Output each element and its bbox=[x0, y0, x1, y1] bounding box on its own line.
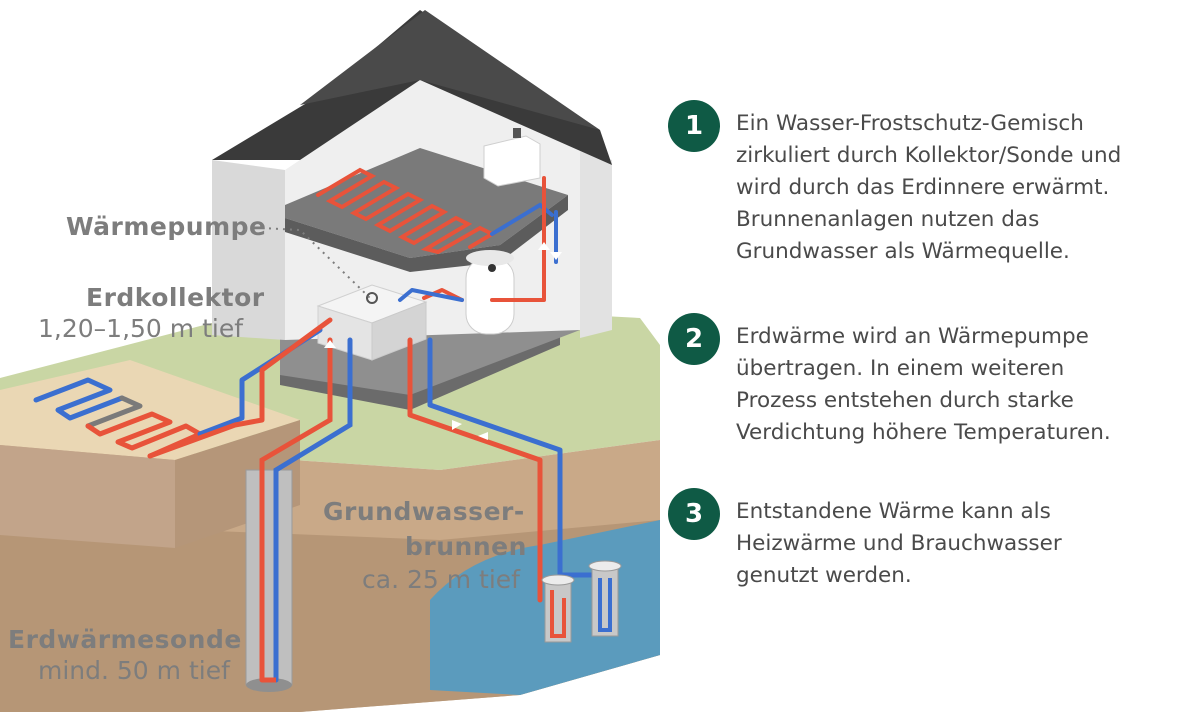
step-3-badge: 3 bbox=[668, 488, 720, 540]
step-3-text: Entstandene Wärme kann als Heizwärme und… bbox=[736, 496, 1198, 592]
hot-water-tank bbox=[465, 250, 515, 335]
step-3-line: genutzt werden. bbox=[736, 563, 912, 588]
collector-trench-side bbox=[175, 420, 300, 548]
floor-heating-return bbox=[490, 202, 554, 236]
boiler bbox=[483, 128, 541, 187]
label-probe-title: Erdwärmesonde bbox=[8, 625, 242, 654]
label-collector-title: Erdkollektor bbox=[86, 283, 265, 312]
step-1-line: zirkuliert durch Kollektor/Sonde und bbox=[736, 143, 1122, 168]
borehole-probe bbox=[245, 337, 353, 692]
collector-trench-wall bbox=[0, 445, 175, 548]
ground-collector-pipes bbox=[33, 317, 333, 459]
step-2-badge: 2 bbox=[668, 313, 720, 365]
label-well-title-2: brunnen bbox=[405, 532, 527, 561]
label-collector-depth: 1,20–1,50 m tief bbox=[38, 314, 244, 343]
steps-panel: 1 Ein Wasser-Frostschutz-Gemisch zirkuli… bbox=[668, 0, 1201, 712]
step-2-line: übertragen. In einem weiteren bbox=[736, 356, 1065, 381]
step-2-line: Verdichtung höhere Temperaturen. bbox=[736, 420, 1111, 445]
house-left-wall bbox=[212, 160, 285, 340]
step-1-badge: 1 bbox=[668, 100, 720, 152]
step-2-line: Prozess entstehen durch starke bbox=[736, 388, 1074, 413]
step-3-line: Heizwärme und Brauchwasser bbox=[736, 531, 1062, 556]
step-2-line: Erdwärme wird an Wärmepumpe bbox=[736, 324, 1089, 349]
step-3-line: Entstandene Wärme kann als bbox=[736, 499, 1051, 524]
floor-heating-pipe bbox=[316, 167, 497, 255]
label-probe-depth: mind. 50 m tief bbox=[38, 656, 230, 685]
house-roof-front bbox=[300, 10, 600, 130]
floor-heating bbox=[316, 167, 554, 255]
flow-arrows bbox=[324, 242, 562, 440]
geothermal-diagram bbox=[0, 10, 660, 712]
step-1-line: Brunnenanlagen nutzen das bbox=[736, 207, 1040, 232]
step-1-text: Ein Wasser-Frostschutz-Gemisch zirkulier… bbox=[736, 108, 1198, 268]
house-roof bbox=[212, 10, 612, 165]
step-1-line: Grundwasser als Wärmequelle. bbox=[736, 239, 1070, 264]
groundwater-wells bbox=[541, 560, 622, 643]
step-1-line: Ein Wasser-Frostschutz-Gemisch bbox=[736, 111, 1084, 136]
step-1-line: wird durch das Erdinnere erwärmt. bbox=[736, 175, 1110, 200]
house-right-wall bbox=[580, 150, 612, 338]
label-heat-pump: Wärmepumpe bbox=[66, 212, 267, 241]
step-2-text: Erdwärme wird an Wärmepumpe übertragen. … bbox=[736, 321, 1198, 449]
label-well-title-1: Grundwasser- bbox=[323, 497, 525, 526]
label-well-depth: ca. 25 m tief bbox=[362, 565, 520, 594]
